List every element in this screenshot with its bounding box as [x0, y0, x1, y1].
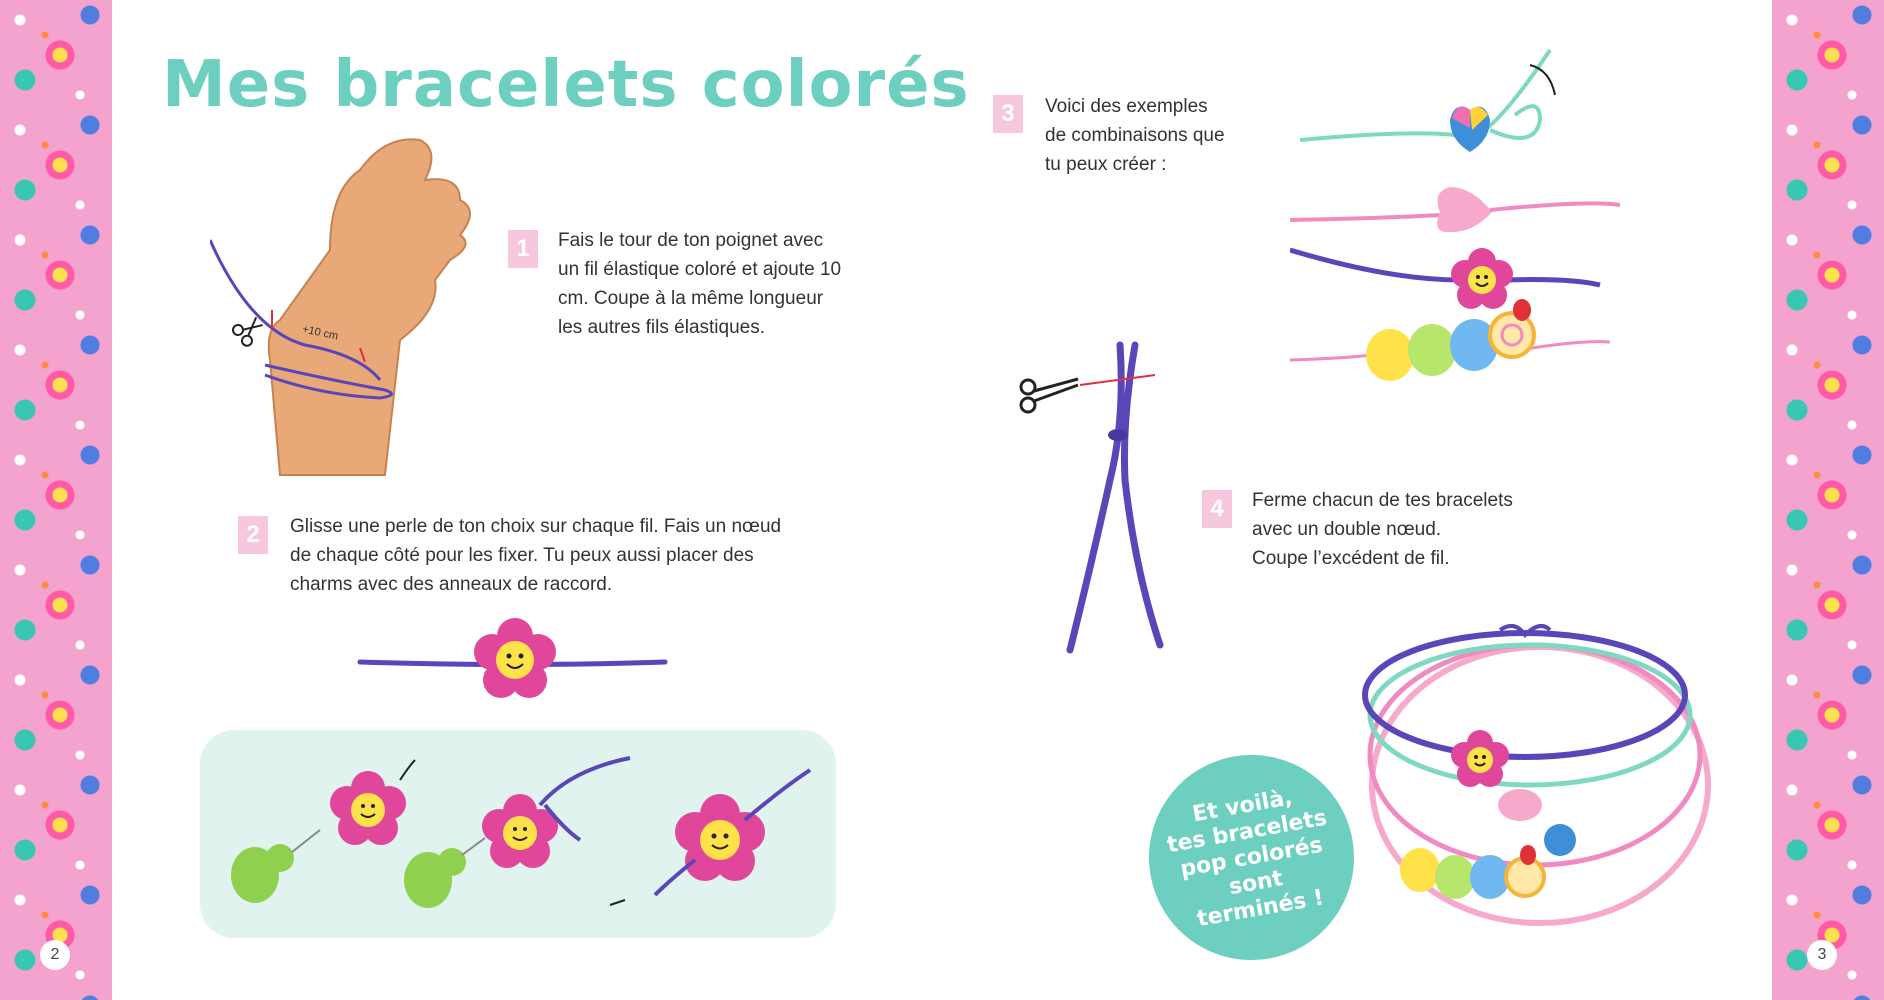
hand-shape: [267, 138, 471, 476]
blue-heart-bead: [1450, 319, 1498, 371]
smiley-flower-bead-icon: [675, 794, 765, 881]
smiley-flower-bead-icon: [1451, 248, 1513, 309]
arrow-icon: [399, 759, 416, 781]
finished-bracelets: [1362, 624, 1711, 926]
charm-steps-illustration: [231, 756, 812, 908]
arrow-icon: [1529, 64, 1556, 96]
example-mint-heart: [1299, 48, 1556, 152]
left-pattern-border: [0, 0, 112, 1000]
wrist-loop: [264, 363, 393, 400]
yellow-heart-bead: [1400, 848, 1440, 892]
knot-illustration: [1019, 341, 1164, 654]
right-pattern-border: [1772, 0, 1884, 1000]
example-pastel-beads: [1290, 299, 1611, 381]
yellow-heart-bead: [1366, 329, 1414, 381]
cut-mark-2: [359, 347, 366, 363]
charm-step-c: [609, 768, 812, 906]
scissors-icon: [1019, 377, 1079, 414]
charm-step-a: [231, 759, 416, 903]
page-number-right: 3: [1807, 940, 1837, 970]
step-2-badge: 2: [238, 516, 268, 554]
smiley-flower-bead-icon: [482, 794, 558, 868]
bracelet-knot: [1498, 624, 1552, 639]
heart-bead-icon: [1437, 187, 1492, 233]
smiley-flower-bead-icon: [1451, 730, 1509, 787]
strawberry-bead-icon: [1513, 299, 1531, 321]
page-title: Mes bracelets colorés: [162, 48, 970, 122]
smiley-flower-bead-icon: [474, 618, 556, 698]
strawberry-bead-icon: [1520, 845, 1536, 865]
step-3-badge: 3: [993, 95, 1023, 133]
heart-bead-icon: [1498, 789, 1542, 821]
green-heart-bead: [1435, 855, 1475, 899]
hand-illustration: [210, 138, 471, 476]
blue-heart-bead: [1470, 855, 1510, 899]
example-pink-heart: [1290, 187, 1621, 233]
charm-step-b: [404, 756, 631, 908]
bead-on-cord-illustration: [357, 618, 668, 698]
arrow-icon: [609, 899, 626, 906]
cut-line: [1079, 374, 1156, 386]
step-3-text: Voici des exemples de combinaisons que t…: [1045, 96, 1225, 175]
step-1-text: Fais le tour de ton poignet avec un fil …: [558, 230, 842, 338]
smiley-flower-bead-icon: [330, 771, 406, 845]
example-purple-flower: [1290, 247, 1601, 309]
step-4-text: Ferme chacun de tes bracelets avec un do…: [1252, 490, 1513, 569]
page-number-left: 2: [40, 940, 70, 970]
rainbow-heart-bead: [1544, 824, 1576, 856]
step-1-badge: 1: [508, 230, 538, 268]
step-4-badge: 4: [1202, 490, 1232, 528]
green-heart-bead: [1408, 324, 1456, 376]
step-2-text: Glisse une perle de ton choix sur chaque…: [290, 516, 782, 595]
cord-around-wrist: [210, 239, 382, 381]
scissors-icon: [232, 316, 263, 347]
combination-examples: [1290, 48, 1621, 381]
swirl-bead: [1488, 311, 1536, 359]
